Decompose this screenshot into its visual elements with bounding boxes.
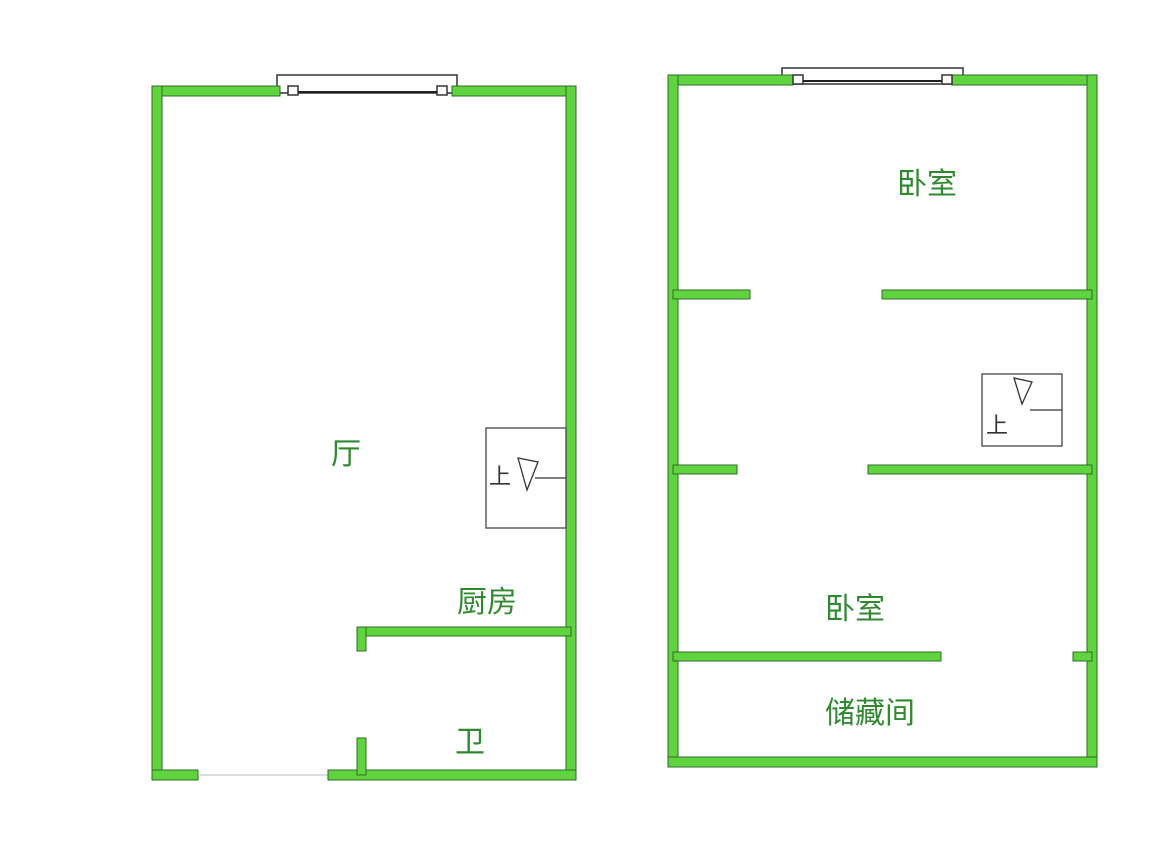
stair-icon	[981, 373, 1063, 447]
wall	[565, 85, 577, 781]
window-post	[287, 85, 299, 96]
room-label-bathroom: 卫	[455, 725, 485, 760]
wall	[356, 626, 572, 637]
floor1-plan: 上 厅 厨房 卫	[151, 74, 577, 781]
window-post	[941, 74, 953, 85]
wall	[951, 74, 1098, 86]
room-label-storage: 储藏间	[825, 696, 915, 731]
wall	[672, 651, 942, 662]
window-post	[792, 74, 804, 85]
wall	[356, 626, 367, 652]
wall	[1086, 74, 1098, 768]
stair-label: 上	[489, 465, 511, 490]
wall	[867, 464, 1093, 475]
wall	[451, 85, 577, 97]
floor1-window	[276, 74, 458, 94]
wall	[151, 769, 199, 781]
wall	[881, 289, 1093, 300]
window-post	[436, 85, 448, 96]
wall	[151, 85, 281, 97]
room-label-bedroom-bottom: 卧室	[825, 592, 885, 627]
wall	[672, 289, 751, 300]
room-label-living: 厅	[331, 437, 361, 472]
room-label-kitchen: 厨房	[457, 585, 517, 620]
stair-label: 上	[986, 414, 1008, 439]
wall	[327, 769, 577, 781]
room-label-bedroom-top: 卧室	[897, 167, 957, 202]
wall	[1072, 651, 1093, 662]
wall	[667, 74, 794, 86]
wall	[672, 464, 738, 475]
wall	[667, 74, 679, 768]
wall	[151, 85, 163, 781]
wall	[356, 737, 367, 776]
wall	[667, 756, 1098, 768]
stair-icon	[485, 427, 567, 529]
floor2-plan: 上 卧室 卧室 储藏间	[667, 67, 1098, 768]
